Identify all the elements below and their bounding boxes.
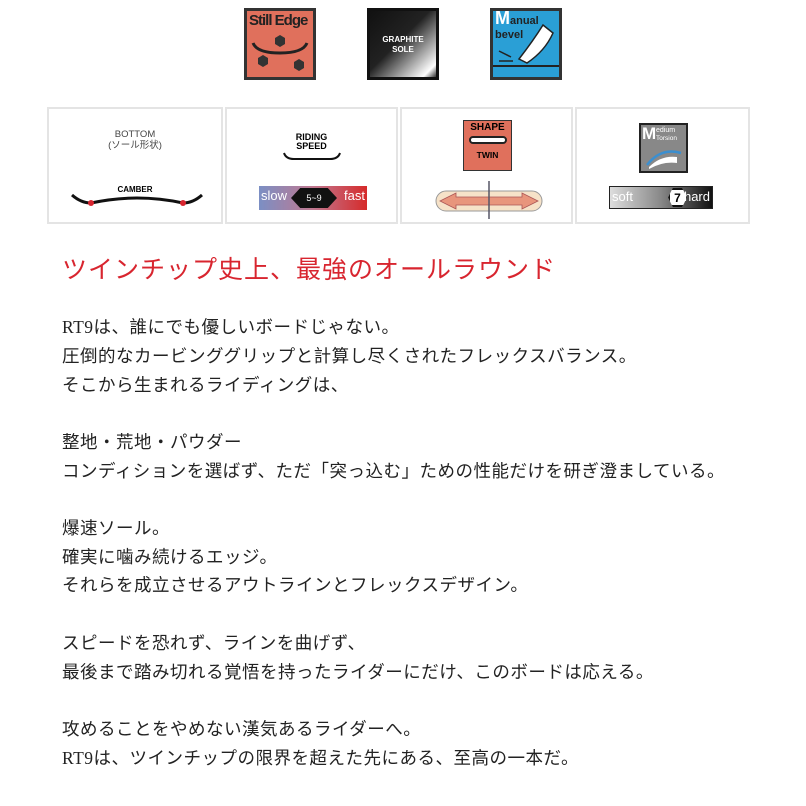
twin-label: TWIN: [476, 150, 499, 160]
body-line: 圧倒的なカービンググリップと計算し尽くされたフレックスバランス。: [62, 346, 637, 366]
body-line: 整地・荒地・パウダー: [62, 432, 242, 452]
body-line: 爆速ソール。: [62, 518, 170, 538]
shape-title: SHAPE: [470, 122, 505, 133]
body-line: RT9は、ツインチップの限界を超えた先にある、至高の一本だ。: [62, 748, 580, 768]
body-line: それらを成立させるアウトラインとフレックスデザイン。: [62, 575, 529, 595]
medium-torsion-icon: M edium Torsion: [639, 123, 688, 173]
bevel-label: bevel: [495, 29, 524, 41]
still-edge-label: Still Edge: [249, 12, 308, 29]
sole-label: SOLE: [392, 45, 414, 54]
torsion-arrow-icon: [646, 150, 682, 169]
headline: ツインチップ史上、最強のオールラウンド: [62, 257, 557, 284]
flex-scale: soft 7 hard: [609, 186, 713, 209]
twin-outline-icon: [435, 181, 543, 219]
twin-shape-icon: SHAPE TWIN: [463, 120, 512, 171]
shape-card: SHAPE TWIN: [400, 107, 573, 224]
medium-rest: edium: [656, 127, 676, 134]
body-line: 攻めることをやめない漢気あるライダーへ。: [62, 719, 422, 739]
camber-profile-icon: [71, 193, 203, 206]
still-edge-icon: Still Edge: [244, 8, 316, 80]
manual-rest: anual: [510, 15, 539, 27]
flex-rating-marker: 7: [668, 188, 687, 207]
torsion-card: M edium Torsion soft 7 hard: [575, 107, 750, 224]
bottom-card: BOTTOM (ソール形状) CAMBER: [47, 107, 223, 224]
body-line: コンディションを選ばず、ただ「突っ込む」ための性能だけを研ぎ澄ましている。: [62, 461, 726, 481]
body-line: そこから生まれるライディングは、: [62, 375, 349, 395]
speed-scale: slow 5~9 fast: [259, 186, 367, 210]
manual-initial: M: [495, 8, 510, 28]
medium-initial: M: [642, 124, 657, 143]
bottom-title: BOTTOM: [114, 129, 156, 140]
board-outline-icon: [468, 136, 507, 144]
body-line: RT9は、誰にでも優しいボードじゃない。: [62, 317, 400, 337]
flex-scale-high: hard: [683, 189, 710, 204]
speed-range-marker: 5~9: [291, 188, 337, 208]
speed-label: SPEED: [296, 141, 327, 151]
speed-scale-high: fast: [344, 188, 365, 203]
riding-label: RIDING: [295, 132, 328, 142]
camber-label: CAMBER: [117, 185, 153, 194]
graphite-label: GRAPHITE: [382, 35, 424, 44]
body-line: スピードを恐れず、ラインを曲げず、: [62, 633, 366, 653]
speed-arrows-icon: [283, 152, 341, 160]
torsion-label: Torsion: [656, 135, 677, 142]
body-line: 最後まで踏み切れる覚悟を持ったライダーにだけ、このボードは応える。: [62, 662, 654, 682]
edge-tool-icon: [493, 23, 559, 67]
speed-scale-low: slow: [261, 188, 288, 203]
body-line: 確実に噛み続けるエッジ。: [62, 547, 278, 567]
riding-speed-card: RIDING SPEED slow 5~9 fast: [225, 107, 398, 224]
skateboard-icon: [251, 35, 309, 71]
graphite-sole-icon: GRAPHITE SOLE: [367, 8, 439, 80]
bottom-subtitle: (ソール形状): [108, 140, 162, 151]
flex-scale-low: soft: [612, 189, 633, 204]
manual-bevel-icon: Manual bevel: [490, 8, 562, 80]
